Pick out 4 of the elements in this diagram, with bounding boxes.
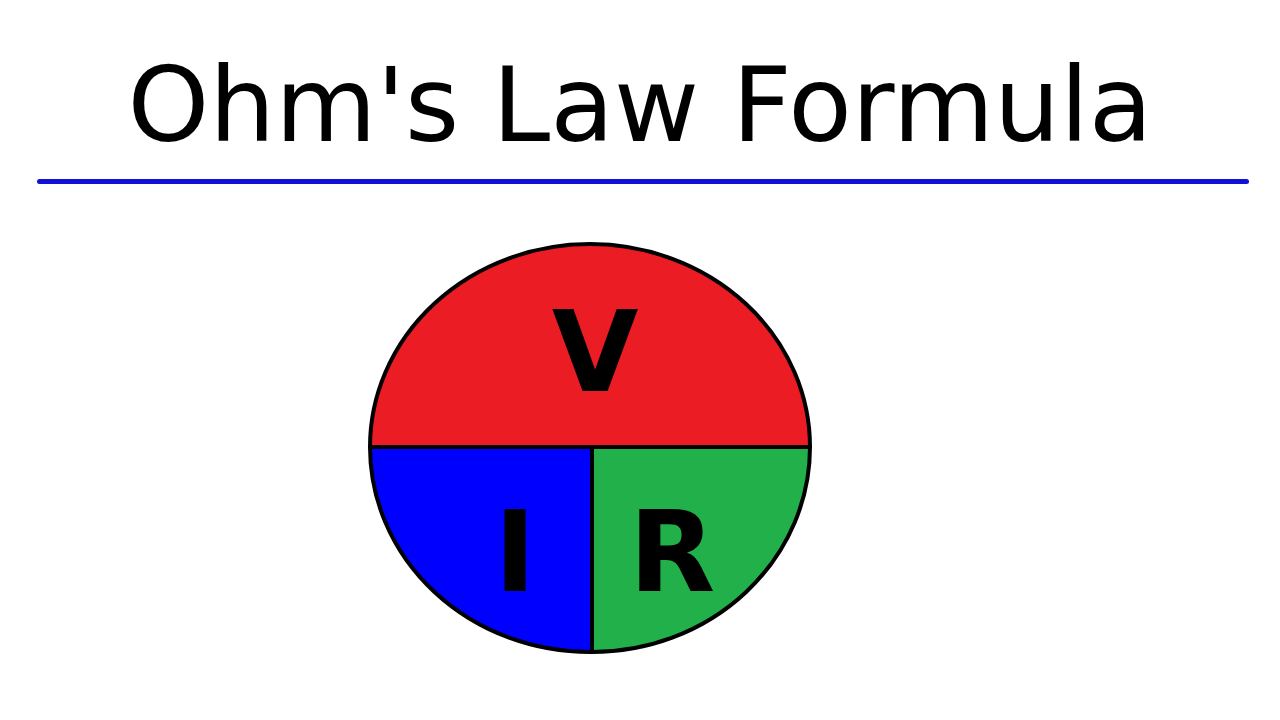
variable-symbol: I: [494, 496, 536, 608]
variable-symbol: R: [628, 496, 716, 608]
variable-symbol: V: [551, 296, 639, 408]
title: Ohm's Law Formula: [126, 43, 1154, 168]
